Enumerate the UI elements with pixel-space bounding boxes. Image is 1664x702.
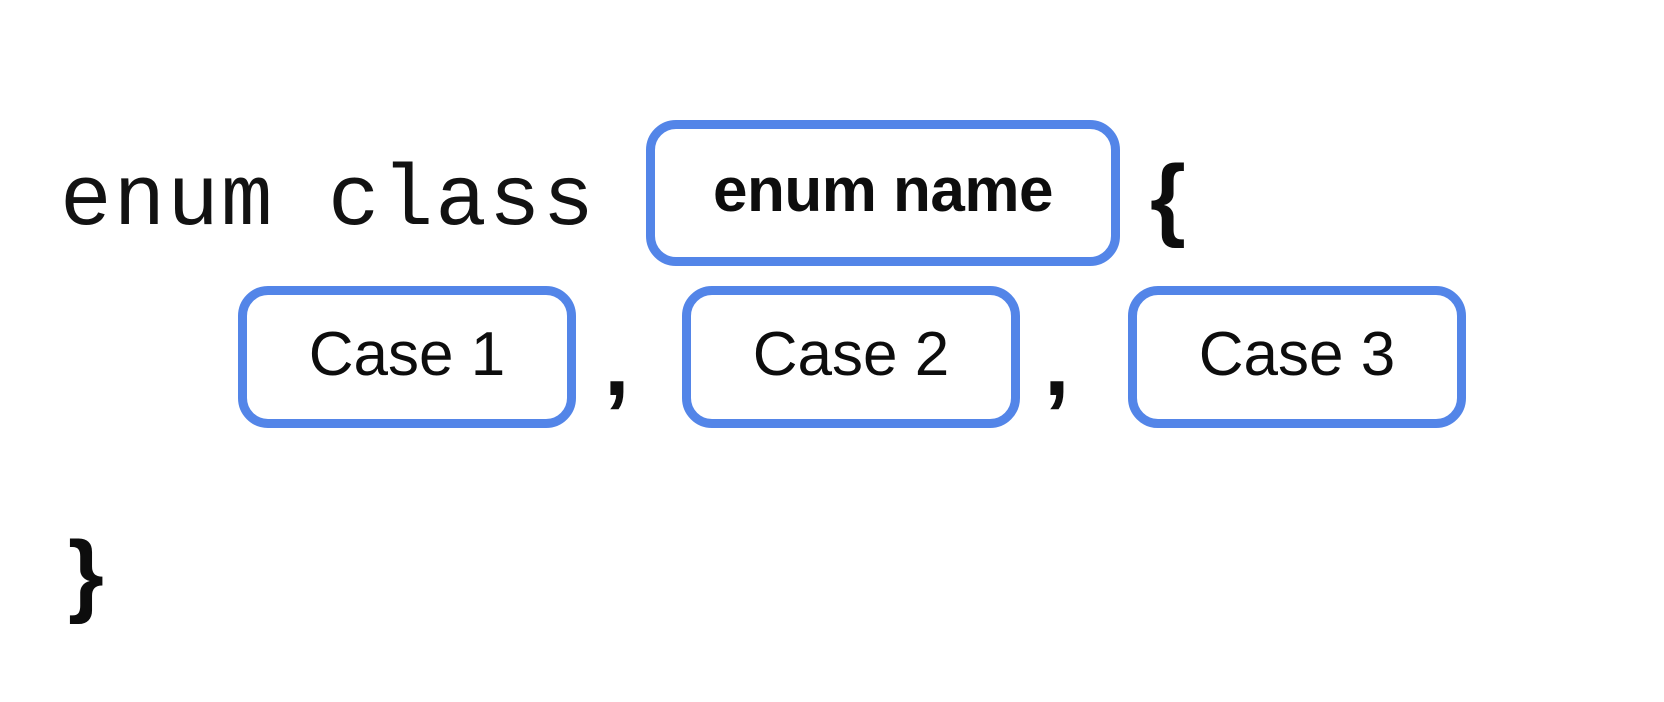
case-2-slot[interactable]: Case 2: [682, 286, 1020, 428]
comma-separator-1: ,: [604, 313, 630, 415]
close-brace: }: [68, 523, 104, 625]
enum-name-slot-label: enum name: [712, 156, 1054, 225]
open-brace: {: [1150, 147, 1186, 249]
case-1-slot[interactable]: Case 1: [238, 286, 576, 428]
case-2-slot-label: Case 2: [752, 320, 950, 389]
case-3-slot[interactable]: Case 3: [1128, 286, 1466, 428]
case-3-slot-label: Case 3: [1198, 320, 1396, 389]
enum-name-slot[interactable]: enum name: [646, 120, 1120, 266]
comma-separator-2: ,: [1044, 313, 1070, 415]
case-1-slot-label: Case 1: [308, 320, 506, 389]
enum-class-keyword: enum class: [60, 152, 597, 250]
